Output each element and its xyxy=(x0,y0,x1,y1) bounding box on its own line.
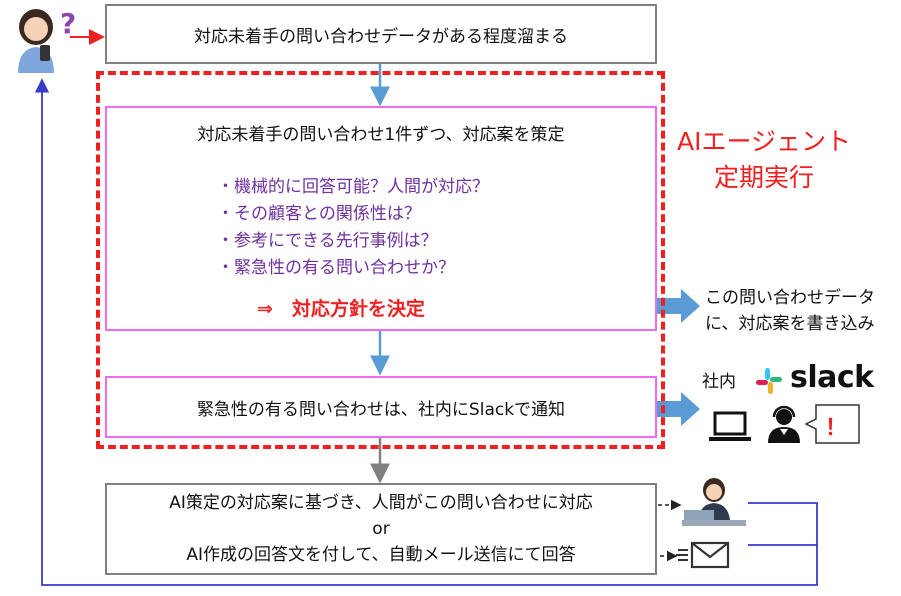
slack-logo-icon xyxy=(756,368,782,394)
top-box: 対応未着手の問い合わせデータがある程度溜まる xyxy=(105,4,657,64)
email-icon xyxy=(676,540,732,574)
write-note: この問い合わせデータ に、対応案を書き込み xyxy=(705,285,875,337)
bullet-item: ・緊急性の有る問い合わせか？ xyxy=(217,258,455,278)
bottom-line2: or xyxy=(372,519,390,539)
ai-agent-line2: 定期実行 xyxy=(713,163,814,192)
top-box-text: 対応未着手の問い合わせデータがある程度溜まる xyxy=(194,26,568,47)
block-arrow-notify xyxy=(657,392,700,426)
slack-prefix: 社内 xyxy=(702,372,736,392)
slack-area: 社内 slack xyxy=(702,360,892,402)
bullet-item: ・その顧客との関係性は？ xyxy=(217,204,421,224)
bottom-line1: AI策定の対応案に基づき、人間がこの問い合わせに対応 xyxy=(169,493,593,513)
slack-brand: slack xyxy=(790,360,874,395)
alert-bubble-icon: ！ xyxy=(804,403,862,449)
bullet-item: ・参考にできる先行事例は？ xyxy=(217,231,438,251)
bullet-item: ・機械的に回答可能？人間が対応？ xyxy=(217,177,489,197)
bottom-box: AI策定の対応案に基づき、人間がこの問い合わせに対応 or AI作成の回答文を付… xyxy=(105,483,657,575)
strategy-title: 対応未着手の問い合わせ1件ずつ、対応案を策定 xyxy=(197,125,565,145)
customer-question-icon: ? xyxy=(10,3,82,75)
write-note-line1: この問い合わせデータ xyxy=(705,288,875,308)
ai-agent-line1: AIエージェント xyxy=(677,127,851,156)
svg-text:?: ? xyxy=(60,7,76,40)
office-worker-icon xyxy=(682,478,746,526)
feedback-loop xyxy=(34,78,818,586)
strategy-bullets: ・機械的に回答可能？人間が対応？ ・その顧客との関係性は？ ・参考にできる先行事… xyxy=(217,174,489,282)
write-note-line2: に、対応案を書き込み xyxy=(705,314,875,334)
ai-agent-region xyxy=(96,71,665,449)
decision-text: ⇒ 対応方針を決定 xyxy=(257,298,425,320)
bottom-line3: AI作成の回答文を付して、自動メール送信にて回答 xyxy=(186,545,576,565)
laptop-icon xyxy=(709,411,751,441)
block-arrow-write xyxy=(657,289,700,323)
headset-person-icon xyxy=(768,405,800,443)
notify-box: 緊急性の有る問い合わせは、社内にSlackで通知 xyxy=(105,376,657,438)
notify-box-text: 緊急性の有る問い合わせは、社内にSlackで通知 xyxy=(196,399,566,420)
ai-agent-label: AIエージェント 定期実行 xyxy=(664,124,864,196)
alert-mark: ！ xyxy=(825,416,848,441)
strategy-box: 対応未着手の問い合わせ1件ずつ、対応案を策定 ・機械的に回答可能？人間が対応？ … xyxy=(105,106,657,331)
